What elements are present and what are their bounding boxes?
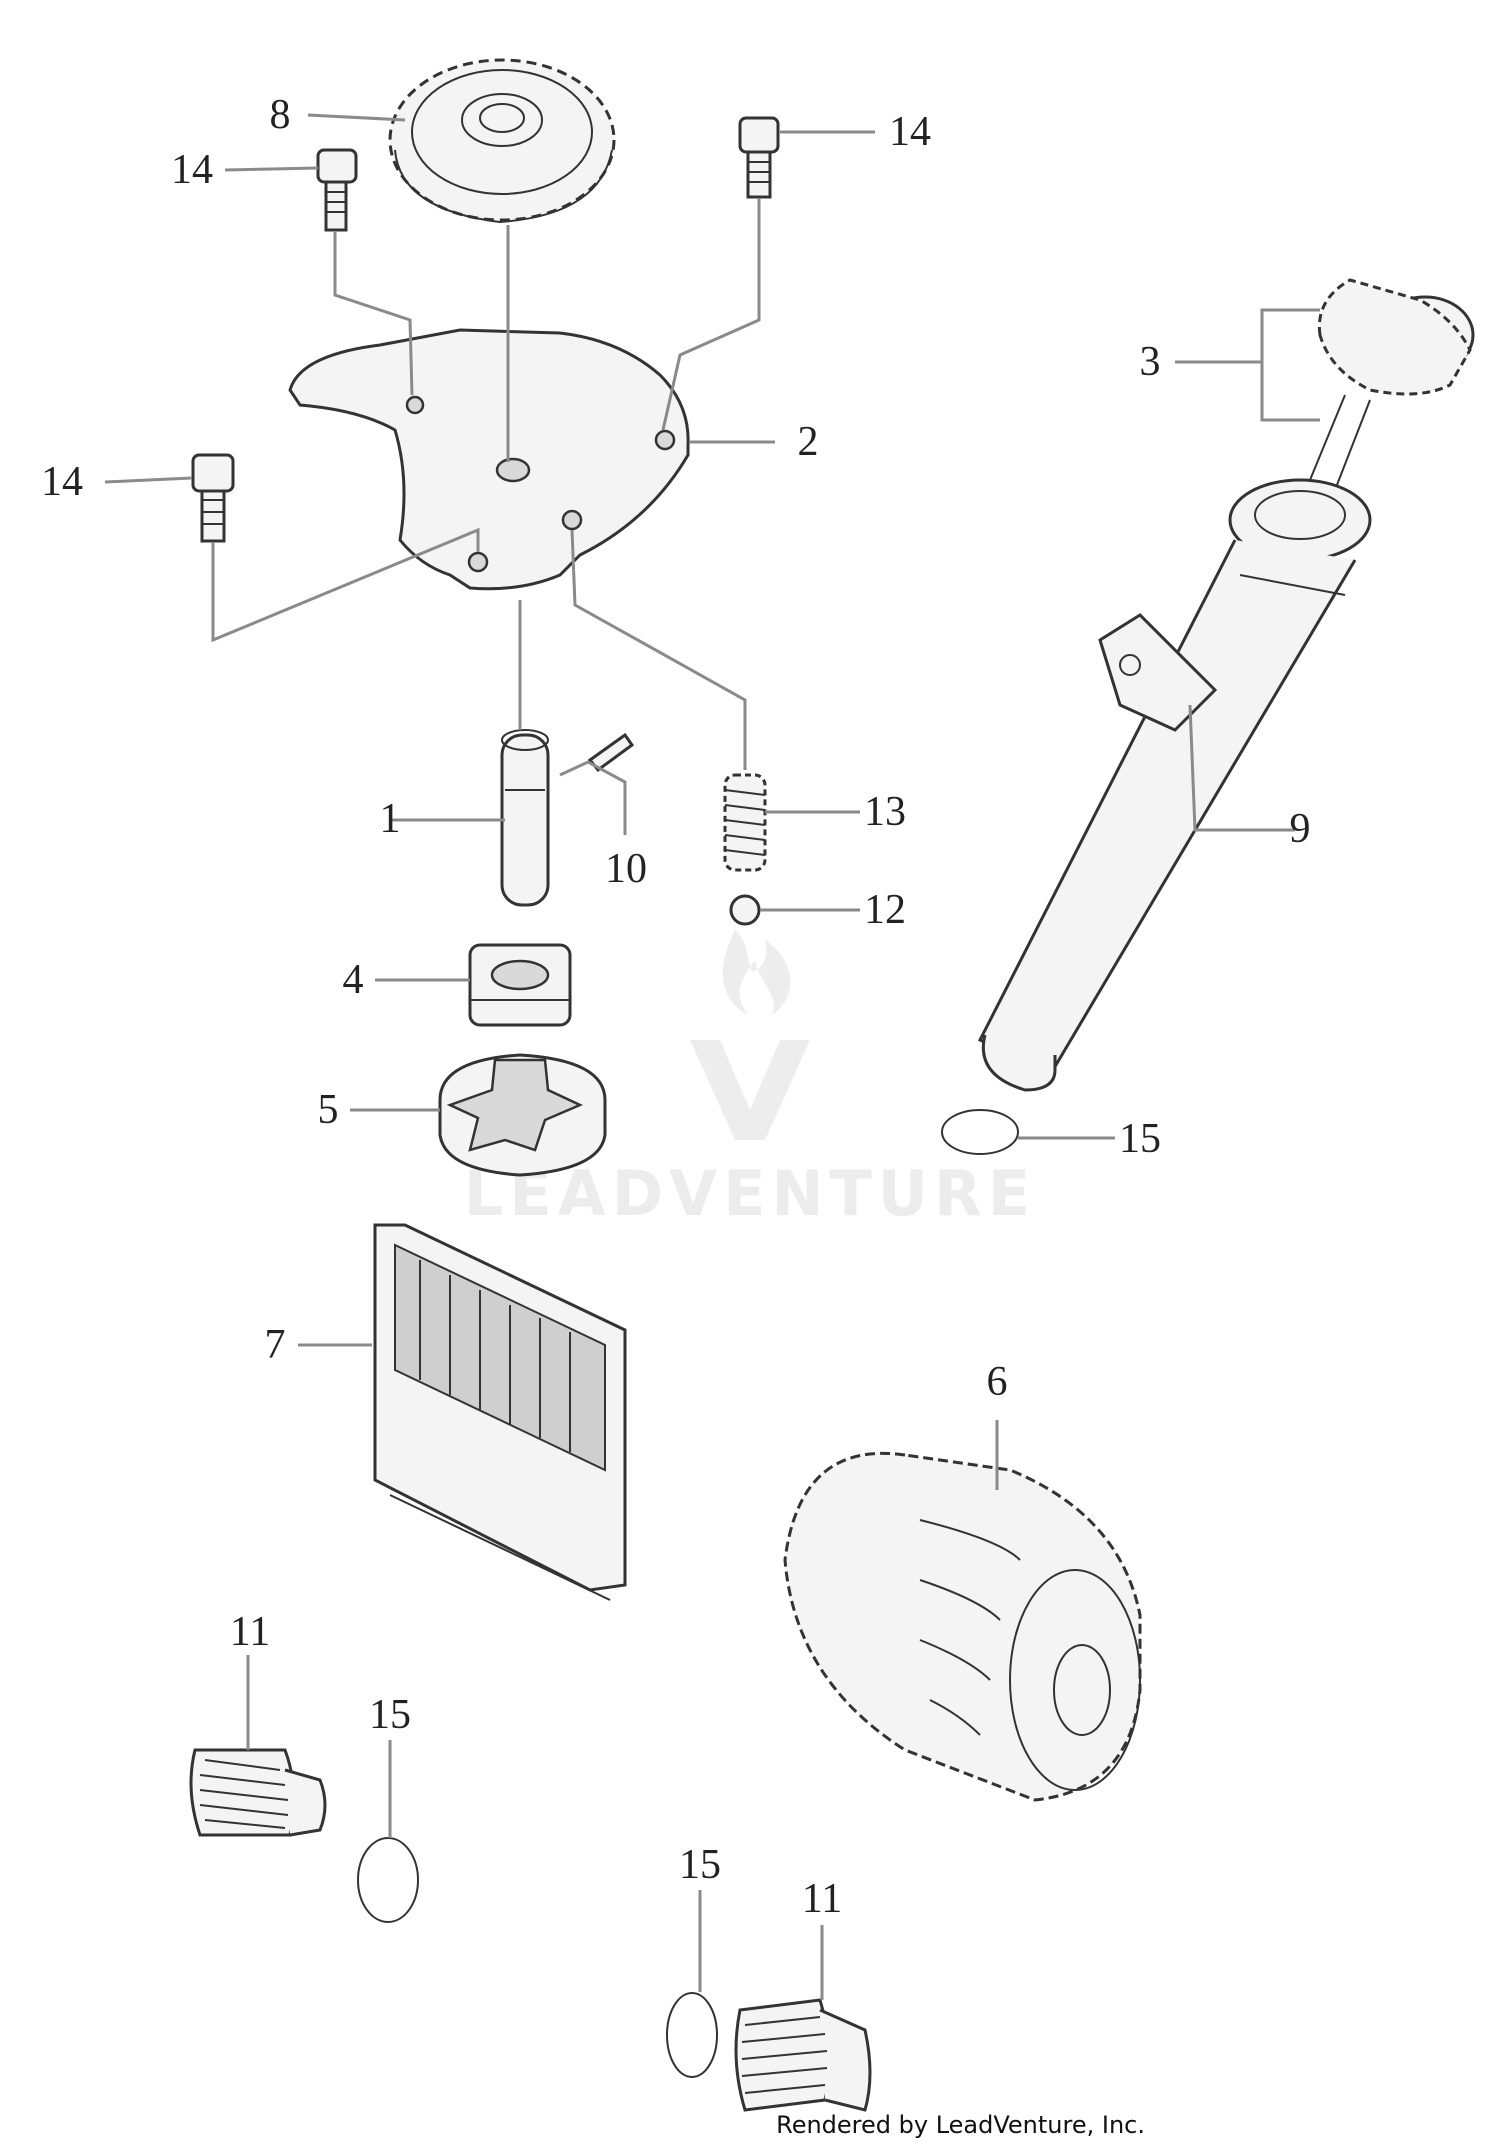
callout-2: 2 xyxy=(798,419,819,465)
callout-7: 7 xyxy=(265,1322,286,1368)
part-1-shaft xyxy=(500,729,550,907)
part-15-o-ring-tube xyxy=(941,1109,1019,1155)
callout-8: 8 xyxy=(270,92,291,138)
part-9-oil-filler-tube xyxy=(977,478,1372,1092)
part-11-drain-plug-left xyxy=(189,1748,327,1837)
part-13-spring xyxy=(723,773,767,872)
part-11-drain-plug-right xyxy=(734,1998,872,2112)
part-14-bolt-left xyxy=(191,453,235,543)
callout-9: 9 xyxy=(1290,806,1311,852)
part-6-oil-filter xyxy=(783,1451,1142,1802)
callout-13: 13 xyxy=(864,789,906,835)
callout-14-top-left: 14 xyxy=(171,147,213,193)
part-5-outer-rotor xyxy=(438,1053,607,1177)
callout-15-left: 15 xyxy=(369,1692,411,1738)
callout-12: 12 xyxy=(864,887,906,933)
callout-11-left: 11 xyxy=(230,1609,270,1655)
callout-5: 5 xyxy=(318,1087,339,1133)
part-10-pin xyxy=(587,732,635,773)
part-14-bolt-top-left xyxy=(316,148,358,232)
part-12-ball xyxy=(729,894,761,926)
part-7-strainer xyxy=(373,1223,627,1601)
callout-15-right: 15 xyxy=(679,1842,721,1888)
leader-lines xyxy=(104,113,1320,2000)
callout-15-tube: 15 xyxy=(1119,1116,1161,1162)
part-3-dipstick xyxy=(1309,278,1475,491)
part-14-bolt-top-right xyxy=(738,116,780,199)
callout-14-left: 14 xyxy=(41,459,83,505)
callout-11-right: 11 xyxy=(802,1876,842,1922)
callout-1: 1 xyxy=(380,796,401,842)
callout-labels: 8 14 14 14 3 2 1 10 13 12 9 4 5 15 7 6 1… xyxy=(41,92,1311,1922)
render-credit: Rendered by LeadVenture, Inc. xyxy=(776,2111,1145,2139)
part-8-gear xyxy=(388,58,616,224)
callout-4: 4 xyxy=(343,957,364,1003)
part-15-o-ring-left xyxy=(357,1837,419,1923)
part-4-inner-rotor xyxy=(468,943,572,1027)
part-15-o-ring-right xyxy=(666,1992,718,2078)
callout-3: 3 xyxy=(1140,339,1161,385)
part-2-pump-plate xyxy=(288,328,690,591)
callout-14-top-right: 14 xyxy=(889,109,931,155)
callout-10: 10 xyxy=(605,846,647,892)
callout-6: 6 xyxy=(987,1359,1008,1405)
